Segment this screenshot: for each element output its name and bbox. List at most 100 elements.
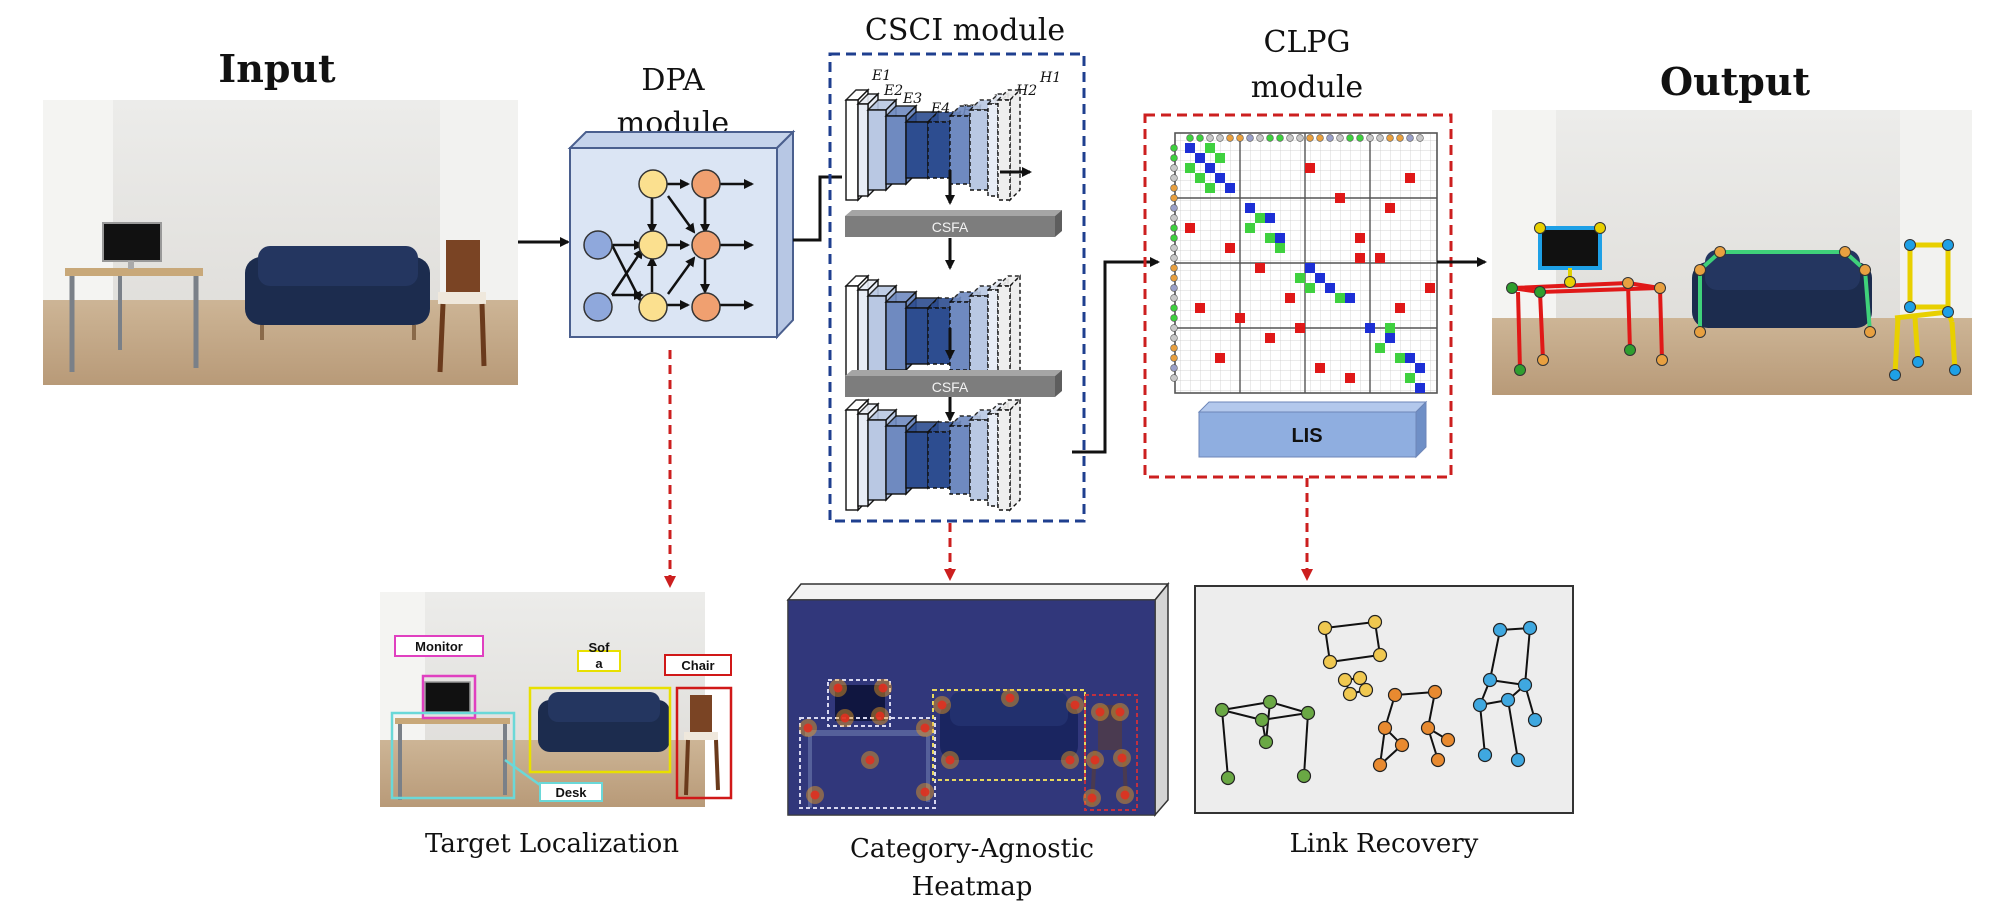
heat-spot-11: [945, 755, 955, 765]
encoder-decoder-block-3: [844, 398, 1022, 512]
heat-spot-2: [840, 713, 850, 723]
graph-desk-node-5: [1296, 768, 1312, 784]
output-keypoint-15: [1859, 264, 1871, 276]
connector-dpa-to-csci: [793, 175, 842, 242]
dpa-module-block: [567, 129, 796, 340]
heat-spot-14: [1095, 707, 1105, 717]
matrix-cell-41: [1255, 263, 1265, 273]
matrix-cell-2: [1195, 153, 1205, 163]
graph-chair-node-5: [1500, 692, 1516, 708]
clpg-title-line2: module: [1251, 70, 1363, 105]
matrix-cell-33: [1405, 173, 1415, 183]
matrix-col-dot-14: [1326, 134, 1334, 142]
matrix-col-dot-13: [1316, 134, 1324, 142]
matrix-row-dot-9: [1170, 234, 1178, 242]
graph-desk-node-0: [1214, 702, 1230, 718]
feature-map-front-5: [927, 431, 951, 489]
matrix-col-dot-17: [1356, 134, 1364, 142]
output-keypoint-14: [1839, 246, 1851, 258]
matrix-cell-13: [1245, 223, 1255, 233]
output-keypoint-5: [1537, 354, 1549, 366]
matrix-row-dot-20: [1170, 344, 1178, 352]
matrix-cell-7: [1195, 173, 1205, 183]
graph-monitor-node-6: [1342, 686, 1358, 702]
output-keypoint-21: [1889, 369, 1901, 381]
feature-map-front-1: [857, 413, 869, 507]
matrix-cell-50: [1345, 373, 1355, 383]
heat-spot-12: [1065, 755, 1075, 765]
matrix-cell-14: [1275, 233, 1285, 243]
heat-spot-19: [1120, 790, 1130, 800]
matrix-cell-8: [1205, 183, 1215, 193]
feature-map-front-5: [927, 121, 951, 179]
matrix-cell-10: [1245, 203, 1255, 213]
feature-map-front-0: [845, 409, 859, 511]
matrix-row-dot-15: [1170, 294, 1178, 302]
matrix-col-dot-21: [1396, 134, 1404, 142]
heat-spot-5: [920, 723, 930, 733]
feature-map-front-1: [857, 103, 869, 197]
feature-map-front-7: [969, 295, 989, 377]
caption-link-recovery: Link Recovery: [1290, 829, 1479, 859]
matrix-col-dot-1: [1196, 134, 1204, 142]
graph-monitor-node-2: [1372, 647, 1388, 663]
heat-spot-3: [875, 711, 885, 721]
dpa-title-line1: DPA: [641, 63, 704, 98]
graph-monitor-node-3: [1322, 654, 1338, 670]
graph-sofa-node-3: [1420, 720, 1436, 736]
output-keypoint-20: [1942, 306, 1954, 318]
matrix-cell-39: [1225, 243, 1235, 253]
caption-target-localization: Target Localization: [425, 829, 679, 859]
output-keypoint-10: [1564, 276, 1576, 288]
feature-map-front-6: [949, 301, 971, 371]
feature-map-front-4: [905, 307, 929, 365]
graph-sofa-node-2: [1377, 720, 1393, 736]
graph-sofa-node-0: [1387, 687, 1403, 703]
matrix-row-dot-21: [1170, 354, 1178, 362]
matrix-cell-3: [1215, 153, 1225, 163]
matrix-cell-11: [1255, 213, 1265, 223]
feature-map-front-8: [987, 413, 999, 507]
graph-chair-node-0: [1492, 622, 1508, 638]
matrix-cell-46: [1295, 323, 1305, 333]
feature-map-front-4: [905, 121, 929, 179]
csfa-label-2: CSFA: [932, 379, 969, 395]
matrix-cell-17: [1305, 263, 1315, 273]
lis-label: LIS: [1291, 425, 1322, 447]
graph-chair-node-7: [1510, 752, 1526, 768]
output-keypoint-17: [1904, 239, 1916, 251]
matrix-cell-26: [1385, 333, 1395, 343]
matrix-row-dot-4: [1170, 184, 1178, 192]
output-keypoint-11: [1694, 326, 1706, 338]
encoder-decoder-block-1: [844, 88, 1022, 202]
output-keypoint-2: [1654, 282, 1666, 294]
graph-chair-edge-7: [1479, 704, 1486, 756]
feature-map-front-5: [927, 307, 951, 365]
heat-spot-7: [920, 787, 930, 797]
matrix-cell-27: [1375, 343, 1385, 353]
matrix-cell-28: [1405, 353, 1415, 363]
graph-desk-edge-4: [1221, 709, 1229, 779]
matrix-cell-5: [1205, 163, 1215, 173]
detection-boxes: [390, 674, 733, 800]
matrix-col-dot-12: [1306, 134, 1314, 142]
heat-spot-8: [865, 755, 875, 765]
lis-block: LIS: [1197, 400, 1428, 459]
heat-spot-15: [1115, 707, 1125, 717]
graph-sofa-node-1: [1427, 684, 1443, 700]
matrix-row-dot-17: [1170, 314, 1178, 322]
graph-monitor-node-1: [1367, 614, 1383, 630]
feature-map-front-3: [885, 115, 907, 185]
feature-map-front-9: [997, 99, 1011, 201]
matrix-col-dot-3: [1216, 134, 1224, 142]
matrix-cell-32: [1415, 383, 1425, 393]
matrix-cell-35: [1335, 193, 1345, 203]
graph-monitor-edge-2: [1329, 654, 1381, 663]
graph-monitor-node-5: [1352, 670, 1368, 686]
matrix-cell-21: [1325, 283, 1335, 293]
graph-desk-node-4: [1220, 770, 1236, 786]
matrix-row-dot-3: [1170, 174, 1178, 182]
encoder-decoder-block-2: [844, 274, 1022, 388]
matrix-col-dot-23: [1416, 134, 1424, 142]
matrix-col-dot-22: [1406, 134, 1414, 142]
